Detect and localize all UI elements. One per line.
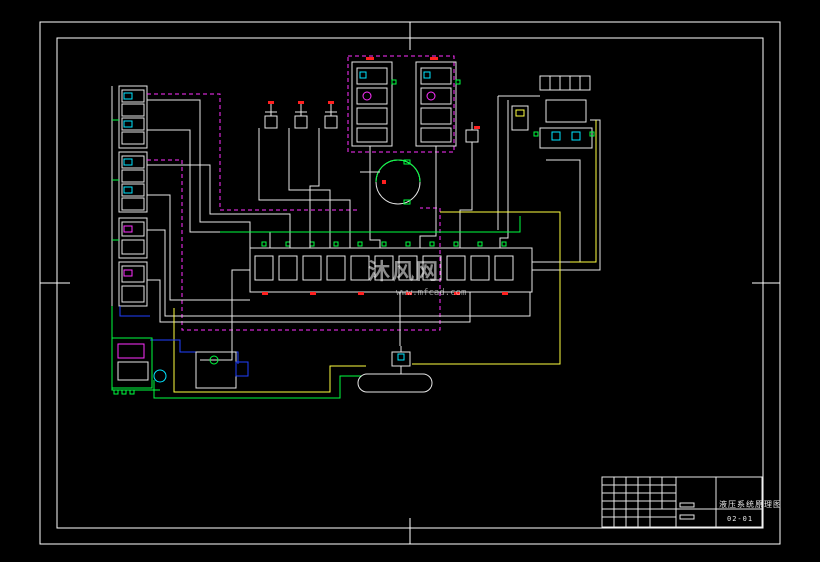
top-valve-accents (359, 57, 461, 101)
title-block (601, 476, 763, 528)
pump-unit (111, 337, 249, 395)
upper-right-valve-group (497, 75, 593, 230)
top-valve-blocks (351, 61, 457, 147)
yellow-pipe-routes (173, 120, 597, 393)
cylinder-tags (268, 101, 480, 129)
watermark-url: www.mfcad.com (396, 288, 467, 298)
green-pipe-routes (111, 216, 521, 399)
drawing-title: 液压系统原理图 (719, 500, 782, 509)
watermark-text: 沐风网 (368, 260, 441, 285)
magenta-dashed-boundaries (147, 55, 455, 331)
pipe-routes (147, 99, 601, 361)
rotary-joint (360, 159, 421, 205)
oil-tank (357, 346, 433, 393)
upper-right-accents (515, 109, 595, 141)
left-valve-stack (118, 85, 148, 307)
blue-pipe-routes (119, 306, 239, 364)
drawing-code: 02-01 (727, 515, 754, 523)
small-cylinders (264, 104, 479, 143)
main-valve-bank-accents (261, 241, 508, 295)
left-valve-stack-accents (111, 86, 133, 306)
centering-marks (40, 22, 780, 544)
